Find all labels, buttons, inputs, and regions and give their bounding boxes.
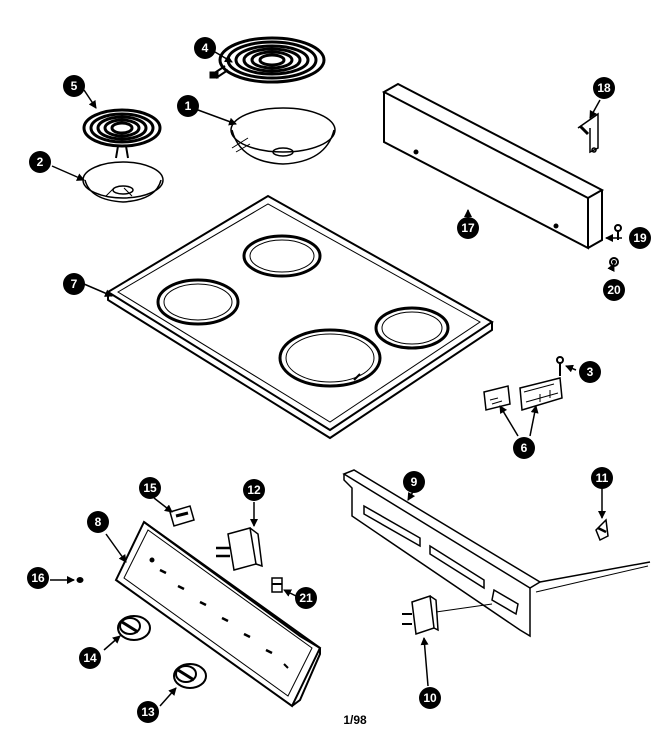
callout-label-5: 5: [71, 79, 78, 93]
callout-3: 3: [579, 361, 601, 383]
callout-label-11: 11: [596, 471, 609, 485]
callout-16: 16: [27, 567, 49, 589]
callout-12: 12: [243, 479, 265, 501]
terminal-blocks: [483, 377, 563, 411]
callout-label-18: 18: [597, 81, 611, 95]
callout-5: 5: [63, 75, 85, 97]
callout-label-14: 14: [83, 651, 97, 665]
callout-6: 6: [513, 437, 535, 459]
callout-label-8: 8: [95, 515, 102, 529]
callout-label-3: 3: [587, 365, 594, 379]
callout-label-16: 16: [31, 571, 45, 585]
callout-8: 8: [87, 511, 109, 533]
backguard: [381, 82, 605, 250]
callout-11: 11: [591, 467, 613, 489]
indicator-21: [271, 577, 283, 593]
callout-18: 18: [593, 77, 615, 99]
callout-7: 7: [63, 273, 85, 295]
callout-19: 19: [629, 227, 651, 249]
callout-label-20: 20: [607, 283, 621, 297]
callout-13: 13: [137, 701, 159, 723]
callout-21: 21: [295, 587, 317, 609]
callout-15: 15: [139, 477, 161, 499]
screw-16: [76, 577, 84, 583]
control-panel: [114, 520, 322, 708]
callout-label-13: 13: [141, 705, 155, 719]
callout-label-15: 15: [143, 481, 157, 495]
callout-label-4: 4: [202, 41, 209, 55]
callout-14: 14: [79, 647, 101, 669]
leader-lines: [50, 51, 622, 707]
callout-label-1: 1: [185, 99, 192, 113]
callout-20: 20: [603, 279, 625, 301]
callout-10: 10: [419, 687, 441, 709]
callout-label-7: 7: [71, 277, 78, 291]
manifold-bracket: [342, 469, 651, 638]
clip-11: [595, 518, 609, 542]
callout-17: 17: [457, 217, 479, 239]
diagram-footer-date: 1/98: [343, 713, 367, 727]
callout-1: 1: [177, 95, 199, 117]
callout-label-21: 21: [299, 591, 313, 605]
callout-label-12: 12: [247, 483, 261, 497]
callout-label-19: 19: [633, 231, 647, 245]
callout-label-9: 9: [411, 475, 418, 489]
callout-4: 4: [194, 37, 216, 59]
infinite-switch-10: [402, 594, 493, 636]
clip-15: [169, 505, 195, 527]
callout-label-6: 6: [521, 441, 528, 455]
drip-bowl-large: [230, 107, 336, 165]
callout-label-2: 2: [37, 155, 44, 169]
surface-element-small: [82, 108, 162, 159]
callout-label-17: 17: [461, 221, 475, 235]
screw-3: [556, 356, 564, 376]
surface-element-large: [209, 36, 326, 84]
callout-9: 9: [403, 471, 425, 493]
bracket: [577, 112, 599, 154]
cooktop: [106, 194, 494, 440]
knob-13: [173, 663, 207, 689]
callout-2: 2: [29, 151, 51, 173]
callout-label-10: 10: [423, 691, 437, 705]
drip-bowl-small: [82, 161, 164, 203]
knob-14: [117, 615, 151, 641]
switch-12: [216, 527, 263, 571]
